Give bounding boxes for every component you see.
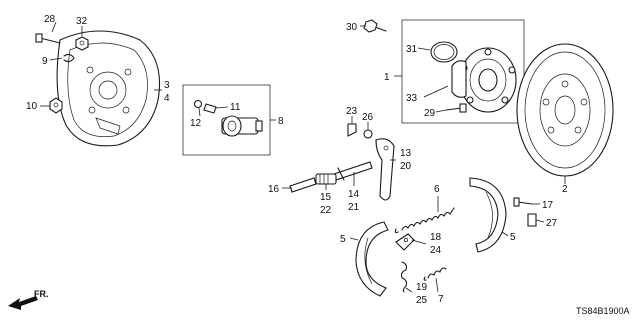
callout-19: 19: [416, 282, 428, 293]
spring-19-25: [400, 261, 408, 293]
callout-5-left: 5: [340, 234, 346, 245]
callout-30: 30: [346, 22, 358, 33]
callout-4: 4: [164, 93, 170, 104]
callout-1: 1: [384, 72, 390, 83]
callout-18: 18: [430, 232, 442, 243]
callout-29: 29: [424, 108, 436, 119]
adjuster-nut-16: [289, 177, 317, 193]
callout-24: 24: [430, 245, 442, 256]
brake-shoe-right: [469, 177, 507, 253]
brake-drum: [516, 43, 614, 177]
wheel-cylinder: [221, 115, 263, 137]
bleeder-screw-11: [203, 103, 217, 114]
spring-6: [394, 207, 455, 234]
front-direction-arrow: FR.: [8, 289, 49, 310]
clip-9: [63, 53, 75, 63]
callout-6: 6: [434, 184, 440, 195]
callout-33: 33: [406, 93, 418, 104]
pin-17: [513, 197, 533, 207]
callout-26: 26: [362, 112, 374, 123]
callout-9: 9: [42, 56, 48, 67]
callout-25: 25: [416, 295, 428, 306]
spring-7: [423, 267, 447, 281]
callout-10: 10: [26, 101, 38, 112]
adjuster-screw-15-22: [315, 173, 337, 185]
hub-bearing: [451, 47, 517, 113]
callout-22: 22: [320, 205, 332, 216]
clip-23: [347, 123, 357, 137]
callout-labels: 28 32 9 10 3 4 11 12 8 30 31 1 33 29 2 2…: [26, 14, 568, 306]
hub-bearing-box: [401, 19, 525, 124]
strut-18-24: [395, 233, 415, 251]
callout-17: 17: [542, 200, 554, 211]
callout-28: 28: [44, 14, 56, 25]
callout-16: 16: [268, 184, 280, 195]
clip-27: [527, 213, 537, 227]
diagram-code: TS84B1900A: [576, 306, 630, 316]
bolt-30: [363, 19, 387, 33]
bolt-28: [35, 33, 61, 44]
callout-2: 2: [562, 184, 568, 195]
callout-20: 20: [400, 161, 412, 172]
nut-10: [49, 97, 63, 114]
callout-15: 15: [320, 192, 332, 203]
callout-13: 13: [400, 148, 412, 159]
brake-shoe-left: [355, 221, 389, 297]
callout-23: 23: [346, 106, 358, 117]
callout-8: 8: [278, 116, 284, 127]
callout-14: 14: [348, 189, 360, 200]
washer-26: [363, 129, 373, 139]
callout-21: 21: [348, 202, 360, 213]
callout-5-right: 5: [510, 232, 516, 243]
o-ring-31: [430, 41, 458, 63]
callout-12: 12: [190, 118, 202, 129]
cap-12: [193, 99, 203, 109]
callout-7: 7: [438, 294, 444, 305]
direction-label: FR.: [34, 289, 49, 299]
callout-3: 3: [164, 80, 170, 91]
callout-11: 11: [230, 102, 241, 113]
callout-31: 31: [406, 44, 418, 55]
callout-32: 32: [76, 16, 88, 27]
bolt-29: [445, 103, 467, 113]
parking-lever-13-20: [375, 138, 395, 201]
leader-lines: [40, 21, 566, 293]
callout-27: 27: [546, 218, 558, 229]
backing-plate: [56, 30, 161, 147]
nut-32: [75, 36, 89, 51]
